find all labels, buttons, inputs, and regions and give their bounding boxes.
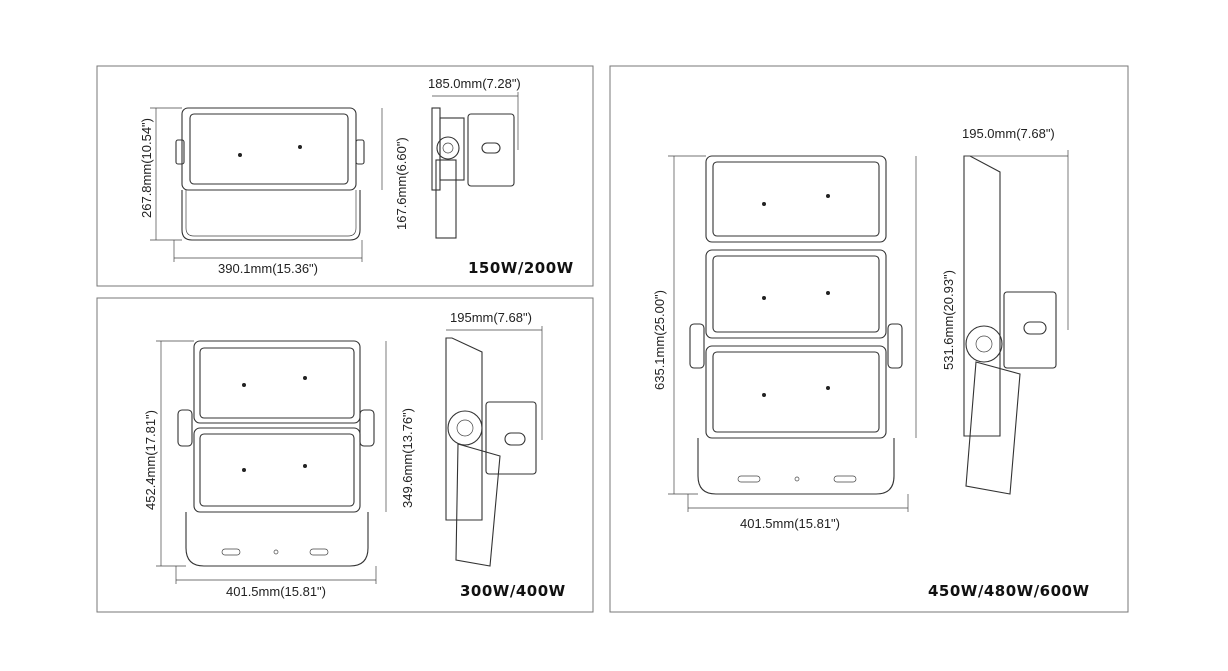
- model-label: 150W/200W: [468, 259, 574, 277]
- model-label: 300W/400W: [460, 582, 566, 600]
- panel-150w-200w: 267.8mm(10.54") 390.1mm(15.36") 167.6mm(…: [96, 65, 594, 287]
- width-dimension: 401.5mm(15.81"): [226, 584, 326, 599]
- side-depth-dimension: 195mm(7.68"): [450, 310, 532, 325]
- height-dimension: 635.1mm(25.00"): [652, 290, 667, 390]
- side-view-450w: [963, 150, 1069, 495]
- width-dimension: 401.5mm(15.81"): [740, 516, 840, 531]
- height-dimension: 267.8mm(10.54"): [139, 118, 154, 218]
- side-height-dimension: 531.6mm(20.93"): [941, 270, 956, 370]
- front-view-300w: [156, 340, 387, 584]
- width-dimension: 390.1mm(15.36"): [218, 261, 318, 276]
- side-view-150w: [431, 92, 519, 239]
- side-height-dimension: 167.6mm(6.60"): [394, 137, 409, 230]
- panel-300w-400w: 452.4mm(17.81") 401.5mm(15.81") 349.6mm(…: [96, 297, 594, 613]
- side-depth-dimension: 185.0mm(7.28"): [428, 76, 521, 91]
- side-height-dimension: 349.6mm(13.76"): [400, 408, 415, 508]
- panel-450w-480w-600w: 635.1mm(25.00") 401.5mm(15.81") 531.6mm(…: [609, 65, 1129, 613]
- height-dimension: 452.4mm(17.81"): [143, 410, 158, 510]
- front-view-150w: [150, 107, 383, 262]
- side-view-300w: [445, 326, 543, 567]
- side-depth-dimension: 195.0mm(7.68"): [962, 126, 1055, 141]
- model-label: 450W/480W/600W: [928, 582, 1090, 600]
- front-view-450w: [668, 155, 917, 512]
